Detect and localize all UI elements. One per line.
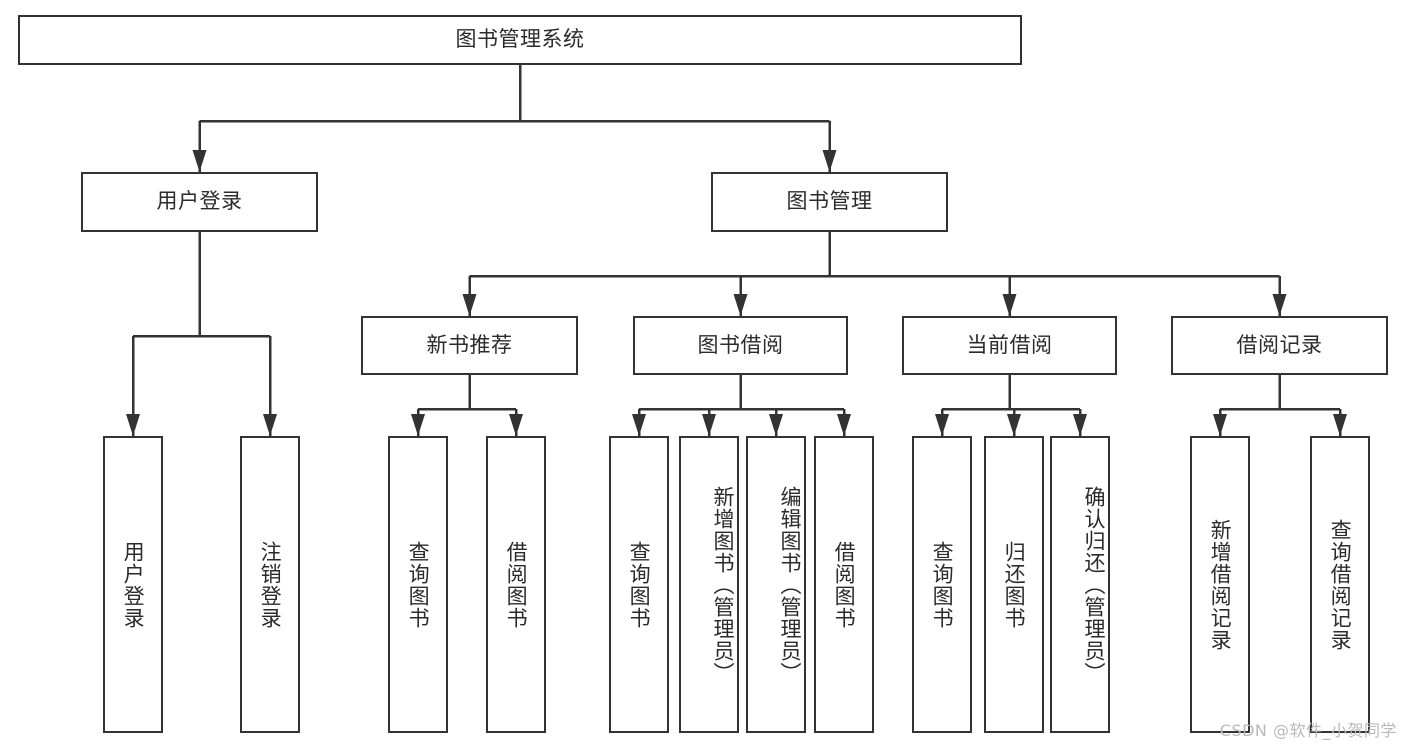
node-label: 借阅图书	[832, 540, 857, 629]
arrowhead-icon	[462, 294, 477, 316]
node-current-borrow[interactable]: 当前借阅	[902, 316, 1117, 375]
node-leaf-edit-book[interactable]: 编辑图书（管理员）	[746, 436, 806, 733]
arrowhead-icon	[192, 150, 207, 172]
node-leaf-query-book-3[interactable]: 查询图书	[912, 436, 972, 733]
node-label: 图书管理系统	[455, 27, 585, 52]
node-label: 归还图书	[1002, 540, 1027, 629]
node-label: 图书管理	[786, 189, 873, 214]
node-label: 查询图书	[406, 540, 431, 629]
arrowhead-icon	[1272, 294, 1287, 316]
node-user-login[interactable]: 用户登录	[81, 172, 318, 232]
node-leaf-query-book-2[interactable]: 查询图书	[609, 436, 669, 733]
node-label: 借阅图书	[504, 540, 529, 629]
node-leaf-query-book-1[interactable]: 查询图书	[388, 436, 448, 733]
arrowhead-icon	[632, 414, 646, 436]
node-book-borrow[interactable]: 图书借阅	[633, 316, 848, 375]
arrowhead-icon	[822, 150, 837, 172]
node-leaf-user-login[interactable]: 用户登录	[103, 436, 163, 733]
arrowhead-icon	[769, 414, 783, 436]
node-label: 查询借阅记录	[1328, 518, 1353, 651]
node-leaf-return-book[interactable]: 归还图书	[984, 436, 1044, 733]
node-label: 新增借阅记录	[1208, 518, 1233, 651]
node-leaf-confirm-return[interactable]: 确认归还（管理员）	[1050, 436, 1110, 733]
node-leaf-borrow-book-2[interactable]: 借阅图书	[814, 436, 874, 733]
node-leaf-query-record[interactable]: 查询借阅记录	[1310, 436, 1370, 733]
node-label: 用户登录	[121, 540, 146, 629]
arrowhead-icon	[935, 414, 949, 436]
node-label: 确认归还（管理员）	[1082, 485, 1106, 684]
arrowhead-icon	[1002, 294, 1017, 316]
node-label: 编辑图书（管理员）	[778, 485, 802, 684]
node-label: 查询图书	[930, 540, 955, 629]
node-label: 当前借阅	[966, 332, 1053, 357]
node-leaf-borrow-book-1[interactable]: 借阅图书	[486, 436, 546, 733]
node-new-book-recommend[interactable]: 新书推荐	[361, 316, 578, 375]
node-label: 查询图书	[627, 540, 652, 629]
node-leaf-add-record[interactable]: 新增借阅记录	[1190, 436, 1250, 733]
node-root[interactable]: 图书管理系统	[18, 15, 1022, 65]
arrowhead-icon	[411, 414, 425, 436]
node-leaf-add-book[interactable]: 新增图书（管理员）	[679, 436, 739, 733]
node-borrow-record[interactable]: 借阅记录	[1171, 316, 1388, 375]
arrowhead-icon	[1213, 414, 1227, 436]
arrowhead-icon	[263, 414, 277, 436]
node-book-manage[interactable]: 图书管理	[711, 172, 948, 232]
arrowhead-icon	[1007, 414, 1021, 436]
arrowhead-icon	[1073, 414, 1087, 436]
node-leaf-user-logout[interactable]: 注销登录	[240, 436, 300, 733]
node-label: 用户登录	[156, 189, 243, 214]
watermark: CSDN @软件_小贺同学	[1219, 721, 1397, 740]
node-label: 借阅记录	[1236, 332, 1323, 357]
node-label: 新增图书（管理员）	[711, 485, 735, 684]
arrowhead-icon	[837, 414, 851, 436]
arrowhead-icon	[126, 414, 140, 436]
arrowhead-icon	[509, 414, 523, 436]
arrowhead-icon	[733, 294, 748, 316]
arrowhead-icon	[1333, 414, 1347, 436]
node-label: 图书借阅	[697, 332, 784, 357]
node-label: 新书推荐	[426, 332, 513, 357]
node-label: 注销登录	[258, 540, 283, 629]
arrowhead-icon	[702, 414, 716, 436]
